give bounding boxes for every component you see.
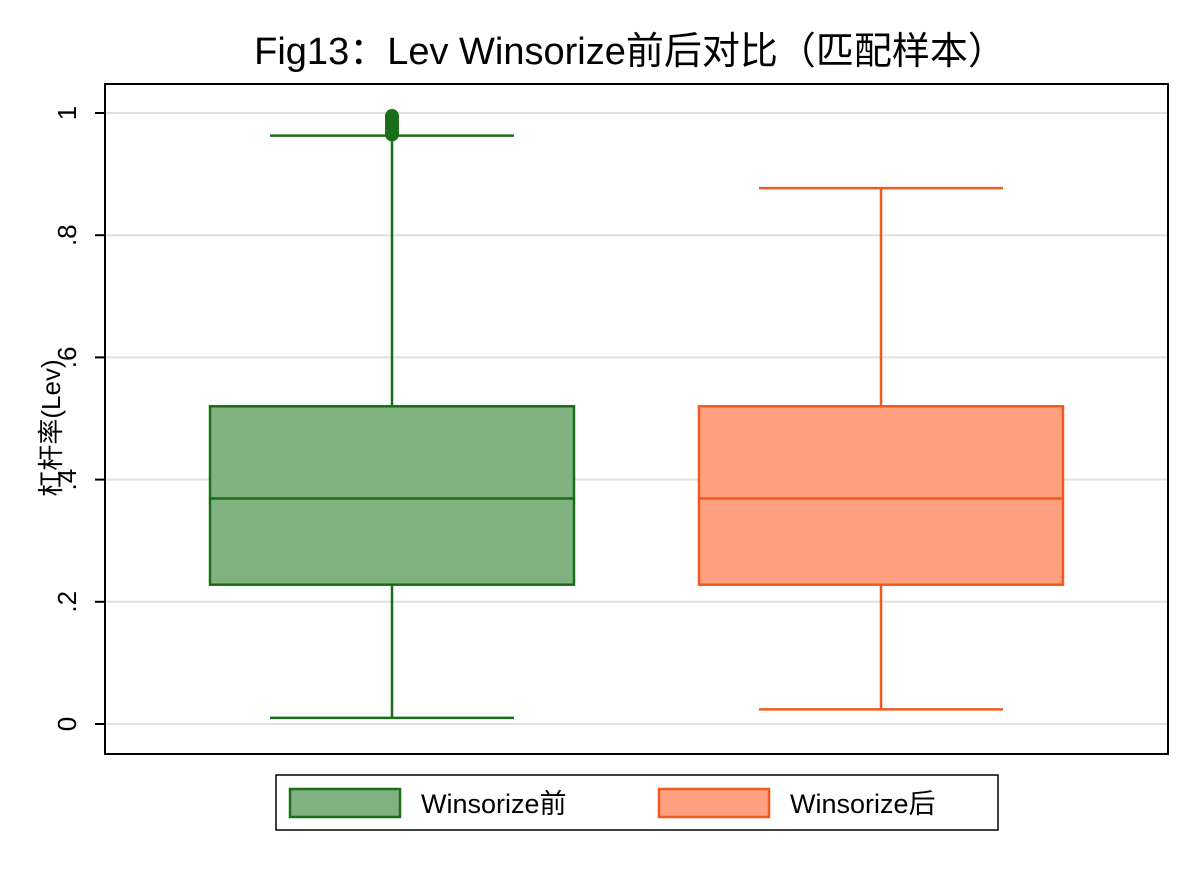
- y-axis-label: 杠杆率(Lev): [36, 359, 66, 496]
- ytick-label-4: .8: [52, 224, 82, 246]
- outlier-point: [385, 109, 399, 124]
- legend: Winsorize前 Winsorize后: [275, 774, 999, 831]
- legend-swatch-1: [657, 787, 771, 819]
- ytick-label-5: 1: [52, 106, 82, 120]
- y-axis-ticks: 0 .2 .4 .6 .8 1: [52, 106, 105, 731]
- iqr-box: [208, 405, 576, 586]
- ytick-label-3: .6: [52, 347, 82, 369]
- chart-title: Fig13：Lev Winsorize前后对比（匹配样本）: [254, 31, 1006, 73]
- ytick-label-0: 0: [52, 717, 82, 731]
- plot-frame: [104, 83, 1169, 755]
- iqr-box: [697, 405, 1065, 586]
- box-series-0: [208, 109, 576, 720]
- legend-label-1: Winsorize后: [790, 789, 936, 819]
- box-series-1: [697, 186, 1065, 711]
- legend-label-0: Winsorize前: [421, 789, 567, 819]
- ytick-label-1: .2: [52, 591, 82, 613]
- boxes: [208, 109, 1065, 720]
- legend-swatch-0: [288, 787, 402, 819]
- ytick-label-2: .4: [52, 469, 82, 491]
